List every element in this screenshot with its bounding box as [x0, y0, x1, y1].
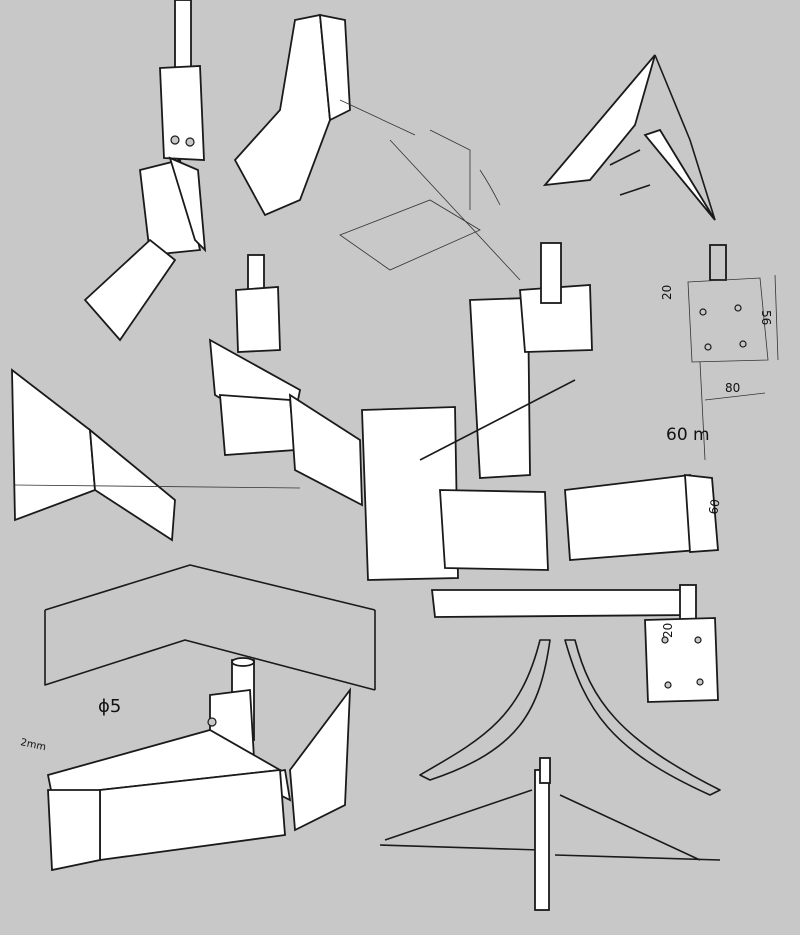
label-dim-vertical: 60	[706, 498, 722, 515]
post-with-plate	[159, 0, 205, 161]
frame-box	[44, 564, 376, 691]
angle-bracket-left	[83, 156, 207, 342]
roof-brackets-bottom	[379, 639, 721, 911]
label-thickness: 2mm	[19, 737, 47, 753]
label-hole-diameter: ϕ5	[98, 696, 121, 717]
dimensioned-plate	[687, 244, 779, 461]
bottom-bracket	[46, 657, 352, 872]
label-dim-lower-offset: 20	[661, 623, 675, 638]
left-corner-sketch	[11, 368, 301, 542]
label-dim-plate-width: 80	[725, 381, 740, 395]
central-assembly	[361, 242, 719, 703]
label-dim-plate-height: 56	[759, 310, 773, 325]
label-dim-top-offset: 20	[660, 285, 674, 300]
roof-bracket-top-right	[542, 54, 716, 221]
flat-plate-sketch	[339, 129, 521, 281]
center-post	[208, 254, 363, 507]
label-dim-side: 60 m	[666, 425, 710, 445]
bent-bracket-top	[233, 13, 416, 217]
